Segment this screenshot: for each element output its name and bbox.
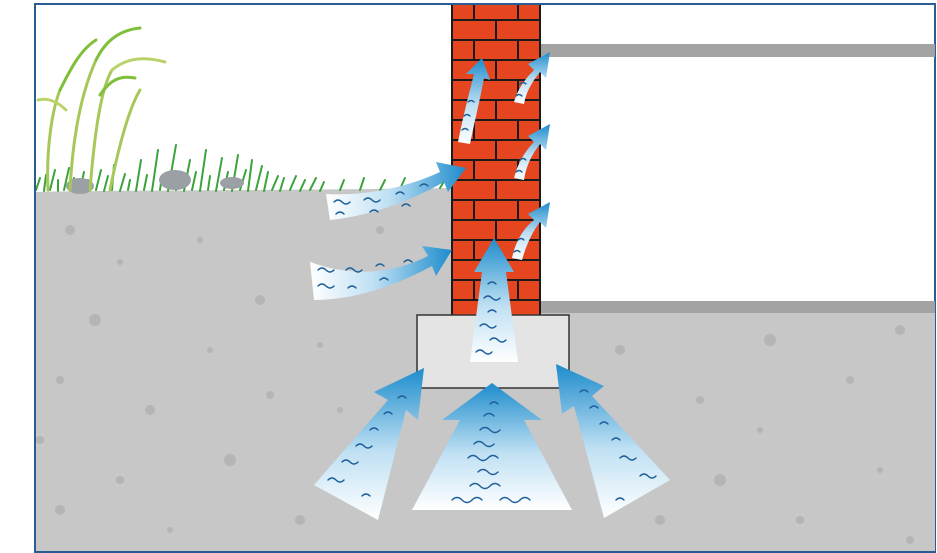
moisture-arrow-icon [458,58,490,144]
floor-slab [540,301,935,313]
moisture-arrow-icon [514,124,550,180]
upper-slab [540,44,935,57]
water-wave-icon [317,81,657,504]
moisture-arrow-icon [514,52,550,104]
moisture-arrow-icon [310,246,452,300]
soil-speckles [36,225,914,544]
moisture-arrow-icon [556,364,670,518]
moisture-arrow-icon [412,383,572,510]
moisture-arrow-icon [512,202,550,260]
rock-icon [66,170,244,194]
moisture-arrow-icon [326,162,466,220]
reed-plant-icon [36,26,167,192]
